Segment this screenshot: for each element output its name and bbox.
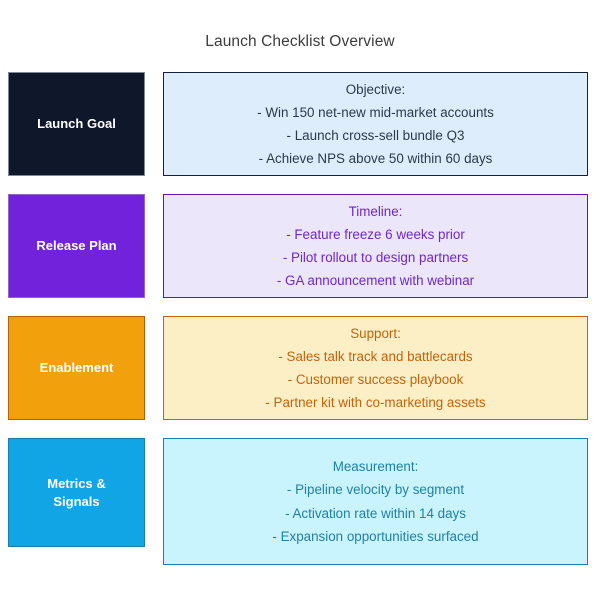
detail-heading: Measurement:: [332, 459, 419, 475]
category-label: Release Plan: [36, 238, 117, 254]
category-box[interactable]: Launch Goal: [8, 72, 145, 176]
detail-bullet: - Pilot rollout to design partners: [282, 250, 469, 265]
category-box[interactable]: Metrics & Signals: [8, 438, 145, 547]
detail-panel[interactable]: Objective: - Win 150 net-new mid-market a…: [163, 72, 588, 176]
detail-bullet: - Sales talk track and battlecards: [278, 348, 473, 364]
category-label: Launch Goal: [37, 116, 116, 132]
detail-panel[interactable]: Timeline: - Feature freeze 6 weeks prior -…: [163, 194, 588, 298]
detail-bullet: - Feature freeze 6 weeks prior: [286, 226, 465, 242]
detail-bullet: - Customer success playbook: [287, 372, 464, 387]
detail-bullet: - Expansion opportunities surfaced: [272, 528, 479, 544]
detail-bullet: - Pipeline velocity by segment: [286, 482, 465, 498]
category-box[interactable]: Release Plan: [8, 194, 145, 298]
detail-bullet: - Win 150 net-new mid-market accounts: [257, 104, 494, 120]
category-label: Metrics & Signals: [47, 476, 106, 509]
category-label: Enablement: [39, 360, 114, 376]
detail-panel[interactable]: Support: - Sales talk track and battlecar…: [163, 316, 588, 420]
detail-heading: Support:: [350, 325, 401, 341]
detail-heading: Objective:: [345, 81, 406, 97]
detail-bullet: - Partner kit with co-marketing assets: [265, 395, 486, 411]
category-box[interactable]: Enablement: [8, 316, 145, 420]
detail-bullet: - GA announcement with webinar: [276, 273, 475, 289]
page-title: Launch Checklist Overview: [205, 33, 395, 50]
detail-bullet: - Launch cross-sell bundle Q3: [286, 128, 465, 143]
detail-bullet: - Activation rate within 14 days: [285, 505, 466, 521]
detail-bullet: - Achieve NPS above 50 within 60 days: [258, 151, 493, 167]
detail-heading: Timeline:: [348, 203, 403, 219]
detail-panel[interactable]: Measurement: - Pipeline velocity by segme…: [163, 438, 588, 565]
